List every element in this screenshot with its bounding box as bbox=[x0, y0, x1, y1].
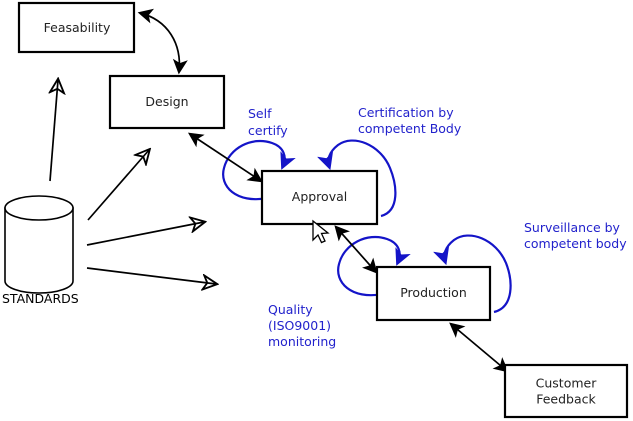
self-certify-line2: certify bbox=[248, 123, 288, 138]
connection-production-customer-feedback bbox=[449, 322, 509, 373]
annotation-certification-by-competent-body: Certification by competent Body bbox=[358, 105, 462, 136]
connection-standards-production bbox=[86, 267, 216, 284]
connection-feasability-design bbox=[137, 8, 188, 75]
certification-line2: competent Body bbox=[358, 121, 462, 136]
feasability-box[interactable] bbox=[17, 1, 136, 54]
annotation-quality-monitoring: Quality (ISO9001) monitoring bbox=[268, 302, 336, 349]
node-customer-feedback[interactable]: Customer Feedback bbox=[503, 363, 629, 419]
certification-line1: Certification by bbox=[358, 105, 454, 120]
standards-cylinder-top[interactable] bbox=[4, 195, 74, 221]
production-label: Production bbox=[400, 285, 467, 300]
design-box[interactable] bbox=[108, 74, 226, 130]
annotation-self-certify: Self certify bbox=[248, 106, 288, 138]
connection-standards-approval bbox=[86, 222, 204, 246]
connection-standards-feasability bbox=[50, 80, 58, 182]
design-label: Design bbox=[145, 94, 188, 109]
node-production[interactable]: Production bbox=[375, 265, 492, 322]
feasability-label: Feasability bbox=[44, 20, 111, 35]
mouse-pointer-icon bbox=[312, 219, 330, 244]
certification-loop bbox=[328, 139, 397, 218]
customer-feedback-label-line2: Feedback bbox=[536, 392, 596, 407]
quality-line2: (ISO9001) bbox=[268, 318, 331, 333]
standards-cylinder-body[interactable] bbox=[4, 207, 74, 294]
self-certify-line1: Self bbox=[248, 106, 272, 121]
production-box[interactable] bbox=[375, 265, 492, 322]
approval-box[interactable] bbox=[260, 169, 379, 226]
surveillance-line1: Surveillance by bbox=[524, 220, 621, 235]
quality-line3: monitoring bbox=[268, 334, 336, 349]
node-standards[interactable]: STANDARDS bbox=[2, 195, 79, 306]
customer-feedback-box[interactable] bbox=[503, 363, 629, 419]
quality-line1: Quality bbox=[268, 302, 313, 317]
node-design[interactable]: Design bbox=[108, 74, 226, 130]
node-approval[interactable]: Approval bbox=[260, 169, 379, 226]
customer-feedback-label-line1: Customer bbox=[536, 376, 598, 391]
connection-approval-production bbox=[334, 225, 378, 274]
surveillance-loop bbox=[444, 234, 512, 314]
node-feasability[interactable]: Feasability bbox=[17, 1, 136, 54]
surveillance-line2: competent body bbox=[524, 236, 627, 251]
connection-standards-design bbox=[87, 150, 149, 221]
annotation-surveillance-by-competent-body: Surveillance by competent body bbox=[524, 220, 627, 251]
standards-label: STANDARDS bbox=[2, 291, 79, 306]
connection-design-approval bbox=[187, 132, 264, 183]
approval-label: Approval bbox=[292, 189, 347, 204]
